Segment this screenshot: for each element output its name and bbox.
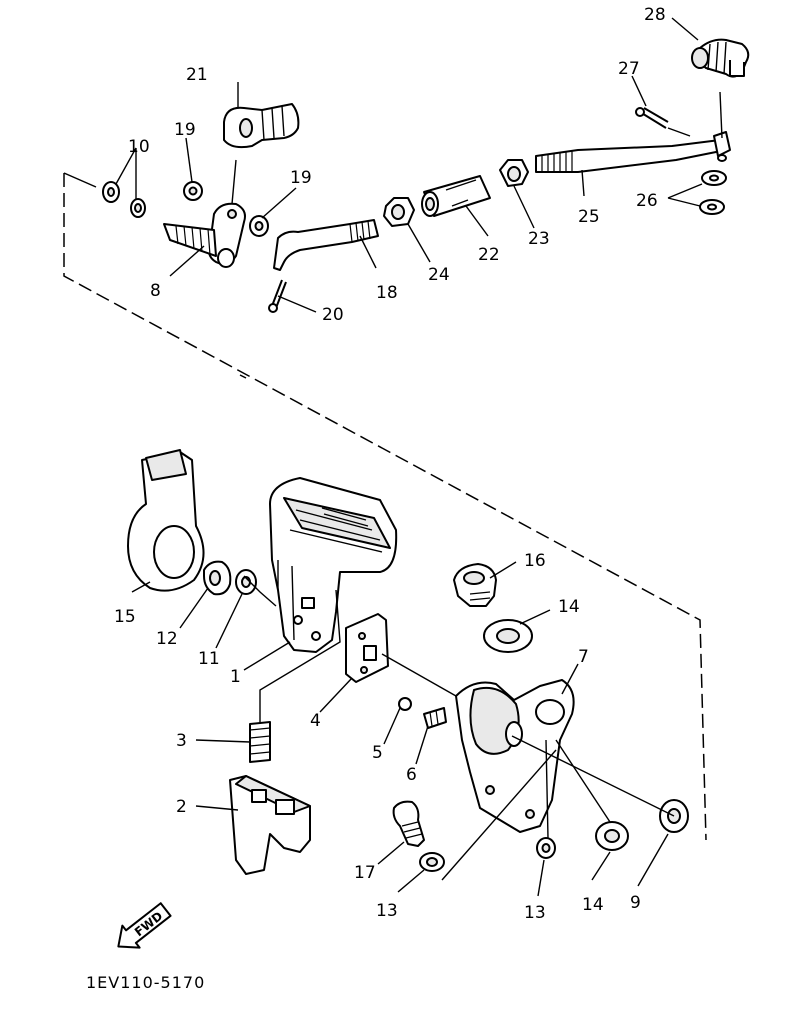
callout-6: 6 bbox=[406, 765, 417, 785]
callout-20: 20 bbox=[322, 305, 344, 325]
part-16-bolt bbox=[453, 563, 497, 607]
callout-23: 23 bbox=[528, 229, 550, 249]
part-26-washers bbox=[699, 170, 727, 215]
part-8-lever bbox=[163, 202, 246, 268]
part-13-washers bbox=[419, 837, 556, 872]
part-17-bolt bbox=[392, 800, 425, 847]
part-7-housing bbox=[455, 679, 575, 833]
callout-7: 7 bbox=[578, 647, 589, 667]
callout-14-top: 14 bbox=[558, 597, 580, 617]
callout-24: 24 bbox=[428, 265, 450, 285]
callout-19-left: 19 bbox=[174, 120, 196, 140]
callout-13-right: 13 bbox=[524, 903, 546, 923]
part-28-boot bbox=[691, 38, 750, 78]
part-20-cotter-pin bbox=[268, 279, 287, 313]
callout-18: 18 bbox=[376, 283, 398, 303]
callout-19-right: 19 bbox=[290, 168, 312, 188]
part-1-control-lever bbox=[269, 477, 398, 653]
callout-9: 9 bbox=[630, 893, 641, 913]
callout-12: 12 bbox=[156, 629, 178, 649]
part-21-boot bbox=[223, 103, 300, 149]
part-23-nut bbox=[499, 159, 529, 187]
callout-2: 2 bbox=[176, 797, 187, 817]
callout-25: 25 bbox=[578, 207, 600, 227]
callout-21: 21 bbox=[186, 65, 208, 85]
callout-11: 11 bbox=[198, 649, 220, 669]
diagram-code: 1EV110-5170 bbox=[86, 973, 205, 992]
part-12-bushing bbox=[203, 560, 232, 596]
part-27-cotter-pin bbox=[635, 107, 669, 129]
callout-16: 16 bbox=[524, 551, 546, 571]
part-2-bracket bbox=[229, 775, 311, 875]
assembly-lines bbox=[231, 91, 723, 881]
part-22-joint bbox=[421, 175, 491, 217]
part-4-plate bbox=[345, 613, 389, 683]
part-15-cover bbox=[127, 449, 205, 592]
part-10-washers bbox=[102, 181, 146, 218]
part-5-ball bbox=[398, 697, 412, 711]
part-18-link-rod bbox=[273, 219, 379, 271]
part-6-spring-pin bbox=[423, 707, 447, 729]
part-24-nut bbox=[383, 197, 415, 227]
assembly-boundary-line bbox=[63, 172, 707, 841]
leader-lines bbox=[115, 17, 703, 897]
part-11-washer bbox=[235, 569, 257, 595]
part-14-washer-bottom bbox=[595, 821, 629, 851]
callout-22: 22 bbox=[478, 245, 500, 265]
callout-1: 1 bbox=[230, 667, 241, 687]
callout-labels: 28 27 21 10 19 19 8 18 20 24 22 23 25 26… bbox=[114, 5, 666, 923]
part-14-washer-top bbox=[483, 619, 533, 653]
callout-13-left: 13 bbox=[376, 901, 398, 921]
callout-5: 5 bbox=[372, 743, 383, 763]
callout-17: 17 bbox=[354, 863, 376, 883]
part-25-shift-rod bbox=[535, 131, 731, 173]
callout-26: 26 bbox=[636, 191, 658, 211]
callout-8: 8 bbox=[150, 281, 161, 301]
callout-4: 4 bbox=[310, 711, 321, 731]
part-19-washers bbox=[183, 181, 269, 237]
fwd-direction-arrow: FWD bbox=[117, 902, 172, 949]
callout-3: 3 bbox=[176, 731, 187, 751]
callout-15: 15 bbox=[114, 607, 136, 627]
callout-10: 10 bbox=[128, 137, 150, 157]
part-3-spring bbox=[249, 721, 271, 763]
callout-27: 27 bbox=[618, 59, 640, 79]
callout-14-bottom: 14 bbox=[582, 895, 604, 915]
callout-28: 28 bbox=[644, 5, 666, 25]
